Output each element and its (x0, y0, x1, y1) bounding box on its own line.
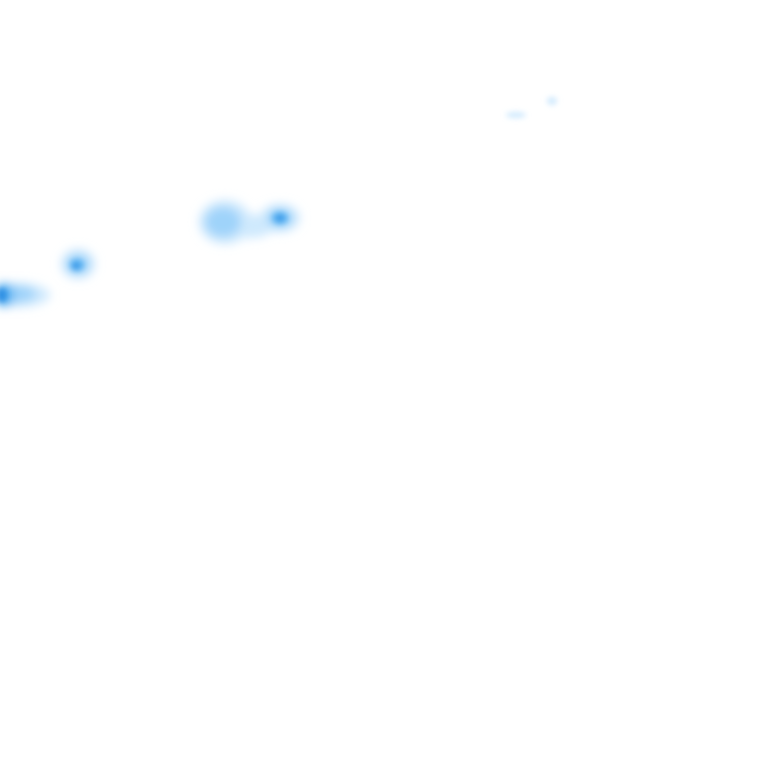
precip-cell-central (199, 200, 300, 244)
precip-cell-small-west-core (70, 259, 84, 271)
precip-cell-west-core (0, 288, 7, 302)
precip-cell-west (0, 283, 50, 307)
precip-cell-central-core (272, 212, 288, 224)
precip-cell-northeast (506, 97, 557, 118)
